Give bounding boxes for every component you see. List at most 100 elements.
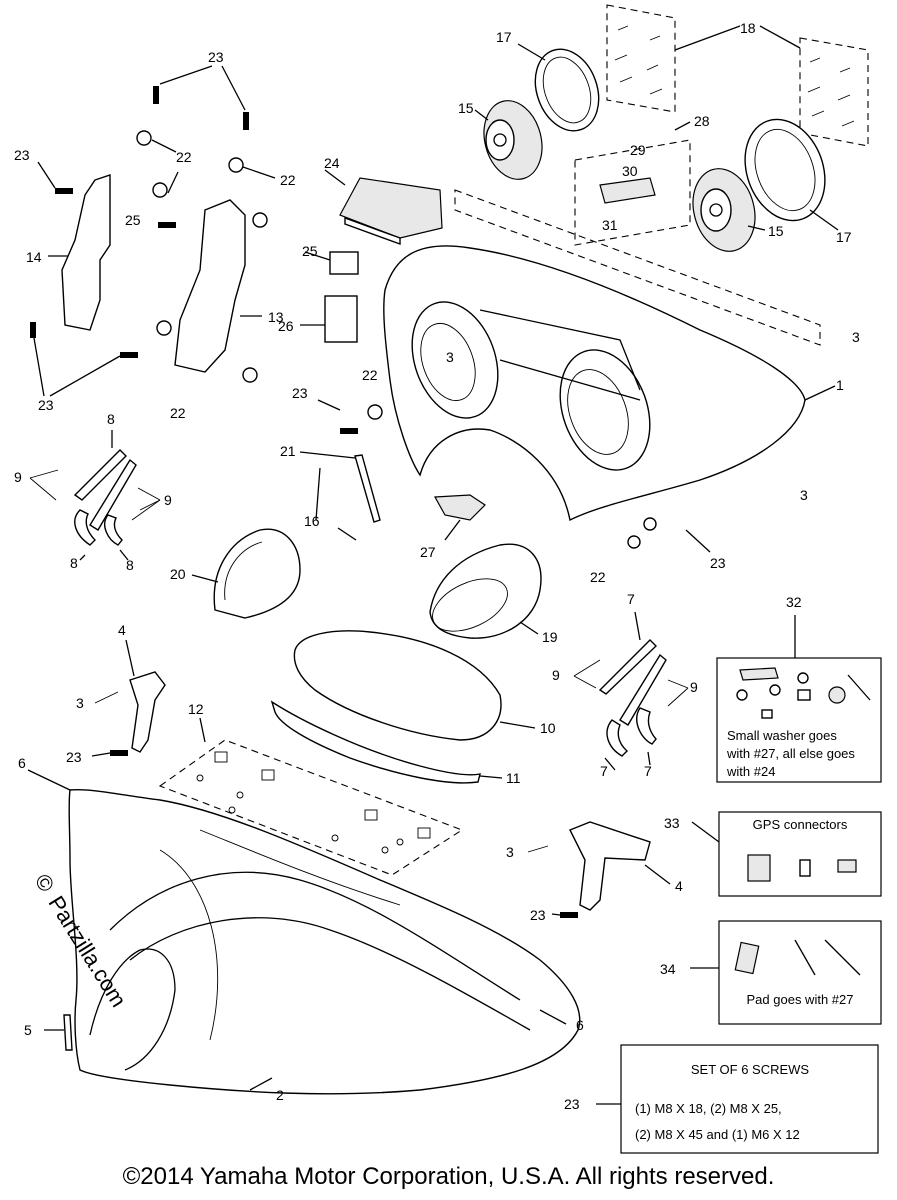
callout-labels: 1 2 3 3 3 3 3 4 4 5 6 6 7 7 7 8 8 8 9 9 …: [14, 20, 860, 1112]
callout-27: 27: [420, 544, 436, 560]
callout-28: 28: [694, 113, 710, 129]
callout-9d: 9: [690, 679, 698, 695]
callout-8c: 8: [126, 557, 134, 573]
callout-22c: 22: [362, 367, 378, 383]
kit-box-33: [691, 811, 882, 897]
bracket-4-right: [527, 821, 671, 911]
callout-18: 18: [740, 20, 756, 36]
callout-23h: 23: [564, 1096, 580, 1112]
callout-20: 20: [170, 566, 186, 582]
callout-34: 34: [660, 961, 676, 977]
screw-set-box-23: [596, 1044, 879, 1154]
screws-23: [30, 65, 711, 918]
grommets-22: [136, 130, 657, 549]
callout-23g: 23: [530, 907, 546, 923]
fasteners-9: [29, 469, 689, 707]
callout-6b: 6: [576, 1017, 584, 1033]
callout-12: 12: [188, 701, 204, 717]
kit-33-label: GPS connectors: [753, 817, 848, 832]
callout-33: 33: [664, 815, 680, 831]
callout-23f: 23: [66, 749, 82, 765]
callout-23c: 23: [38, 397, 54, 413]
callout-23: 23: [208, 49, 224, 65]
screw-set-line1: (1) M8 X 18, (2) M8 X 25,: [635, 1101, 782, 1116]
callout-4b: 4: [675, 878, 683, 894]
speaker-ring-17-right: [744, 118, 839, 231]
rod-21: [299, 451, 381, 523]
callout-6: 6: [18, 755, 26, 771]
callout-17b: 17: [836, 229, 852, 245]
bracket-27: [434, 494, 486, 541]
callout-24: 24: [324, 155, 340, 171]
callout-31: 31: [602, 217, 618, 233]
hinge-arm-7: [598, 611, 667, 771]
clip-kit-12: [158, 717, 464, 876]
hinge-arm-8: [73, 430, 137, 561]
speaker-15-left: [474, 100, 543, 180]
callout-4: 4: [118, 622, 126, 638]
callout-7b: 7: [600, 763, 608, 779]
callout-1: 1: [836, 377, 844, 393]
cover-24: [324, 169, 443, 245]
callout-30: 30: [622, 163, 638, 179]
seal-5: [63, 1014, 73, 1051]
callout-19: 19: [542, 629, 558, 645]
kit-box-32: [716, 615, 882, 783]
bracket-25: [329, 251, 359, 275]
screw-kit-18: [606, 4, 869, 147]
speaker-ring-17-left: [517, 43, 600, 132]
screw-set-title: SET OF 6 SCREWS: [691, 1062, 810, 1077]
bracket-4-left: [94, 639, 166, 753]
callout-9: 9: [14, 469, 22, 485]
callout-26: 26: [278, 318, 294, 334]
callout-23b: 23: [14, 147, 30, 163]
callout-22b: 22: [280, 172, 296, 188]
callout-22d: 22: [170, 405, 186, 421]
leader-2: [249, 1077, 273, 1091]
bracket-26: [324, 295, 358, 343]
copyright-notice: ©2014 Yamaha Motor Corporation, U.S.A. A…: [122, 1163, 775, 1190]
callout-7: 7: [627, 591, 635, 607]
kit-32-notes: Small washer goes with #27, all else goe…: [726, 728, 855, 779]
callout-3b: 3: [446, 349, 454, 365]
callout-13: 13: [268, 309, 284, 325]
callout-10: 10: [540, 720, 556, 736]
callout-3d: 3: [76, 695, 84, 711]
kit-34-label: Pad goes with #27: [747, 992, 854, 1007]
callout-15b: 15: [768, 223, 784, 239]
callout-25b: 25: [302, 243, 318, 259]
callout-22: 22: [176, 149, 192, 165]
callout-8: 8: [107, 411, 115, 427]
trim-11: [270, 700, 503, 784]
fairing-inner-body-1: [383, 245, 836, 522]
callout-14: 14: [26, 249, 42, 265]
kit-32-note-line1: Small washer goes: [727, 728, 837, 743]
callout-9b: 9: [164, 492, 172, 508]
callout-5: 5: [24, 1022, 32, 1038]
bracket-13: [174, 199, 246, 373]
callout-32: 32: [786, 594, 802, 610]
callout-9c: 9: [552, 667, 560, 683]
speaker-pod-19: [429, 543, 542, 639]
callout-22e: 22: [590, 569, 606, 585]
windshield-10: [293, 630, 536, 741]
speaker-pod-20: [191, 528, 301, 619]
callout-3: 3: [852, 329, 860, 345]
screw-set-line2: (2) M8 X 45 and (1) M6 X 12: [635, 1127, 800, 1142]
callout-11: 11: [506, 770, 521, 786]
screw-set-notes: SET OF 6 SCREWS (1) M8 X 18, (2) M8 X 25…: [635, 1062, 809, 1142]
bracket-kit-28: [574, 121, 691, 246]
kit-32-note-line2: with #27, all else goes: [726, 746, 855, 761]
callout-3c: 3: [800, 487, 808, 503]
kit-32-note-line3: with #24: [726, 764, 775, 779]
callout-7c: 7: [644, 763, 652, 779]
callout-15: 15: [458, 100, 474, 116]
speaker-15-right: [692, 168, 766, 252]
outer-fairing-2: [68, 788, 581, 1095]
callout-23d: 23: [292, 385, 308, 401]
callout-29: 29: [630, 142, 646, 158]
callout-23e: 23: [710, 555, 726, 571]
bracket-14: [61, 174, 111, 331]
callout-21: 21: [280, 443, 296, 459]
